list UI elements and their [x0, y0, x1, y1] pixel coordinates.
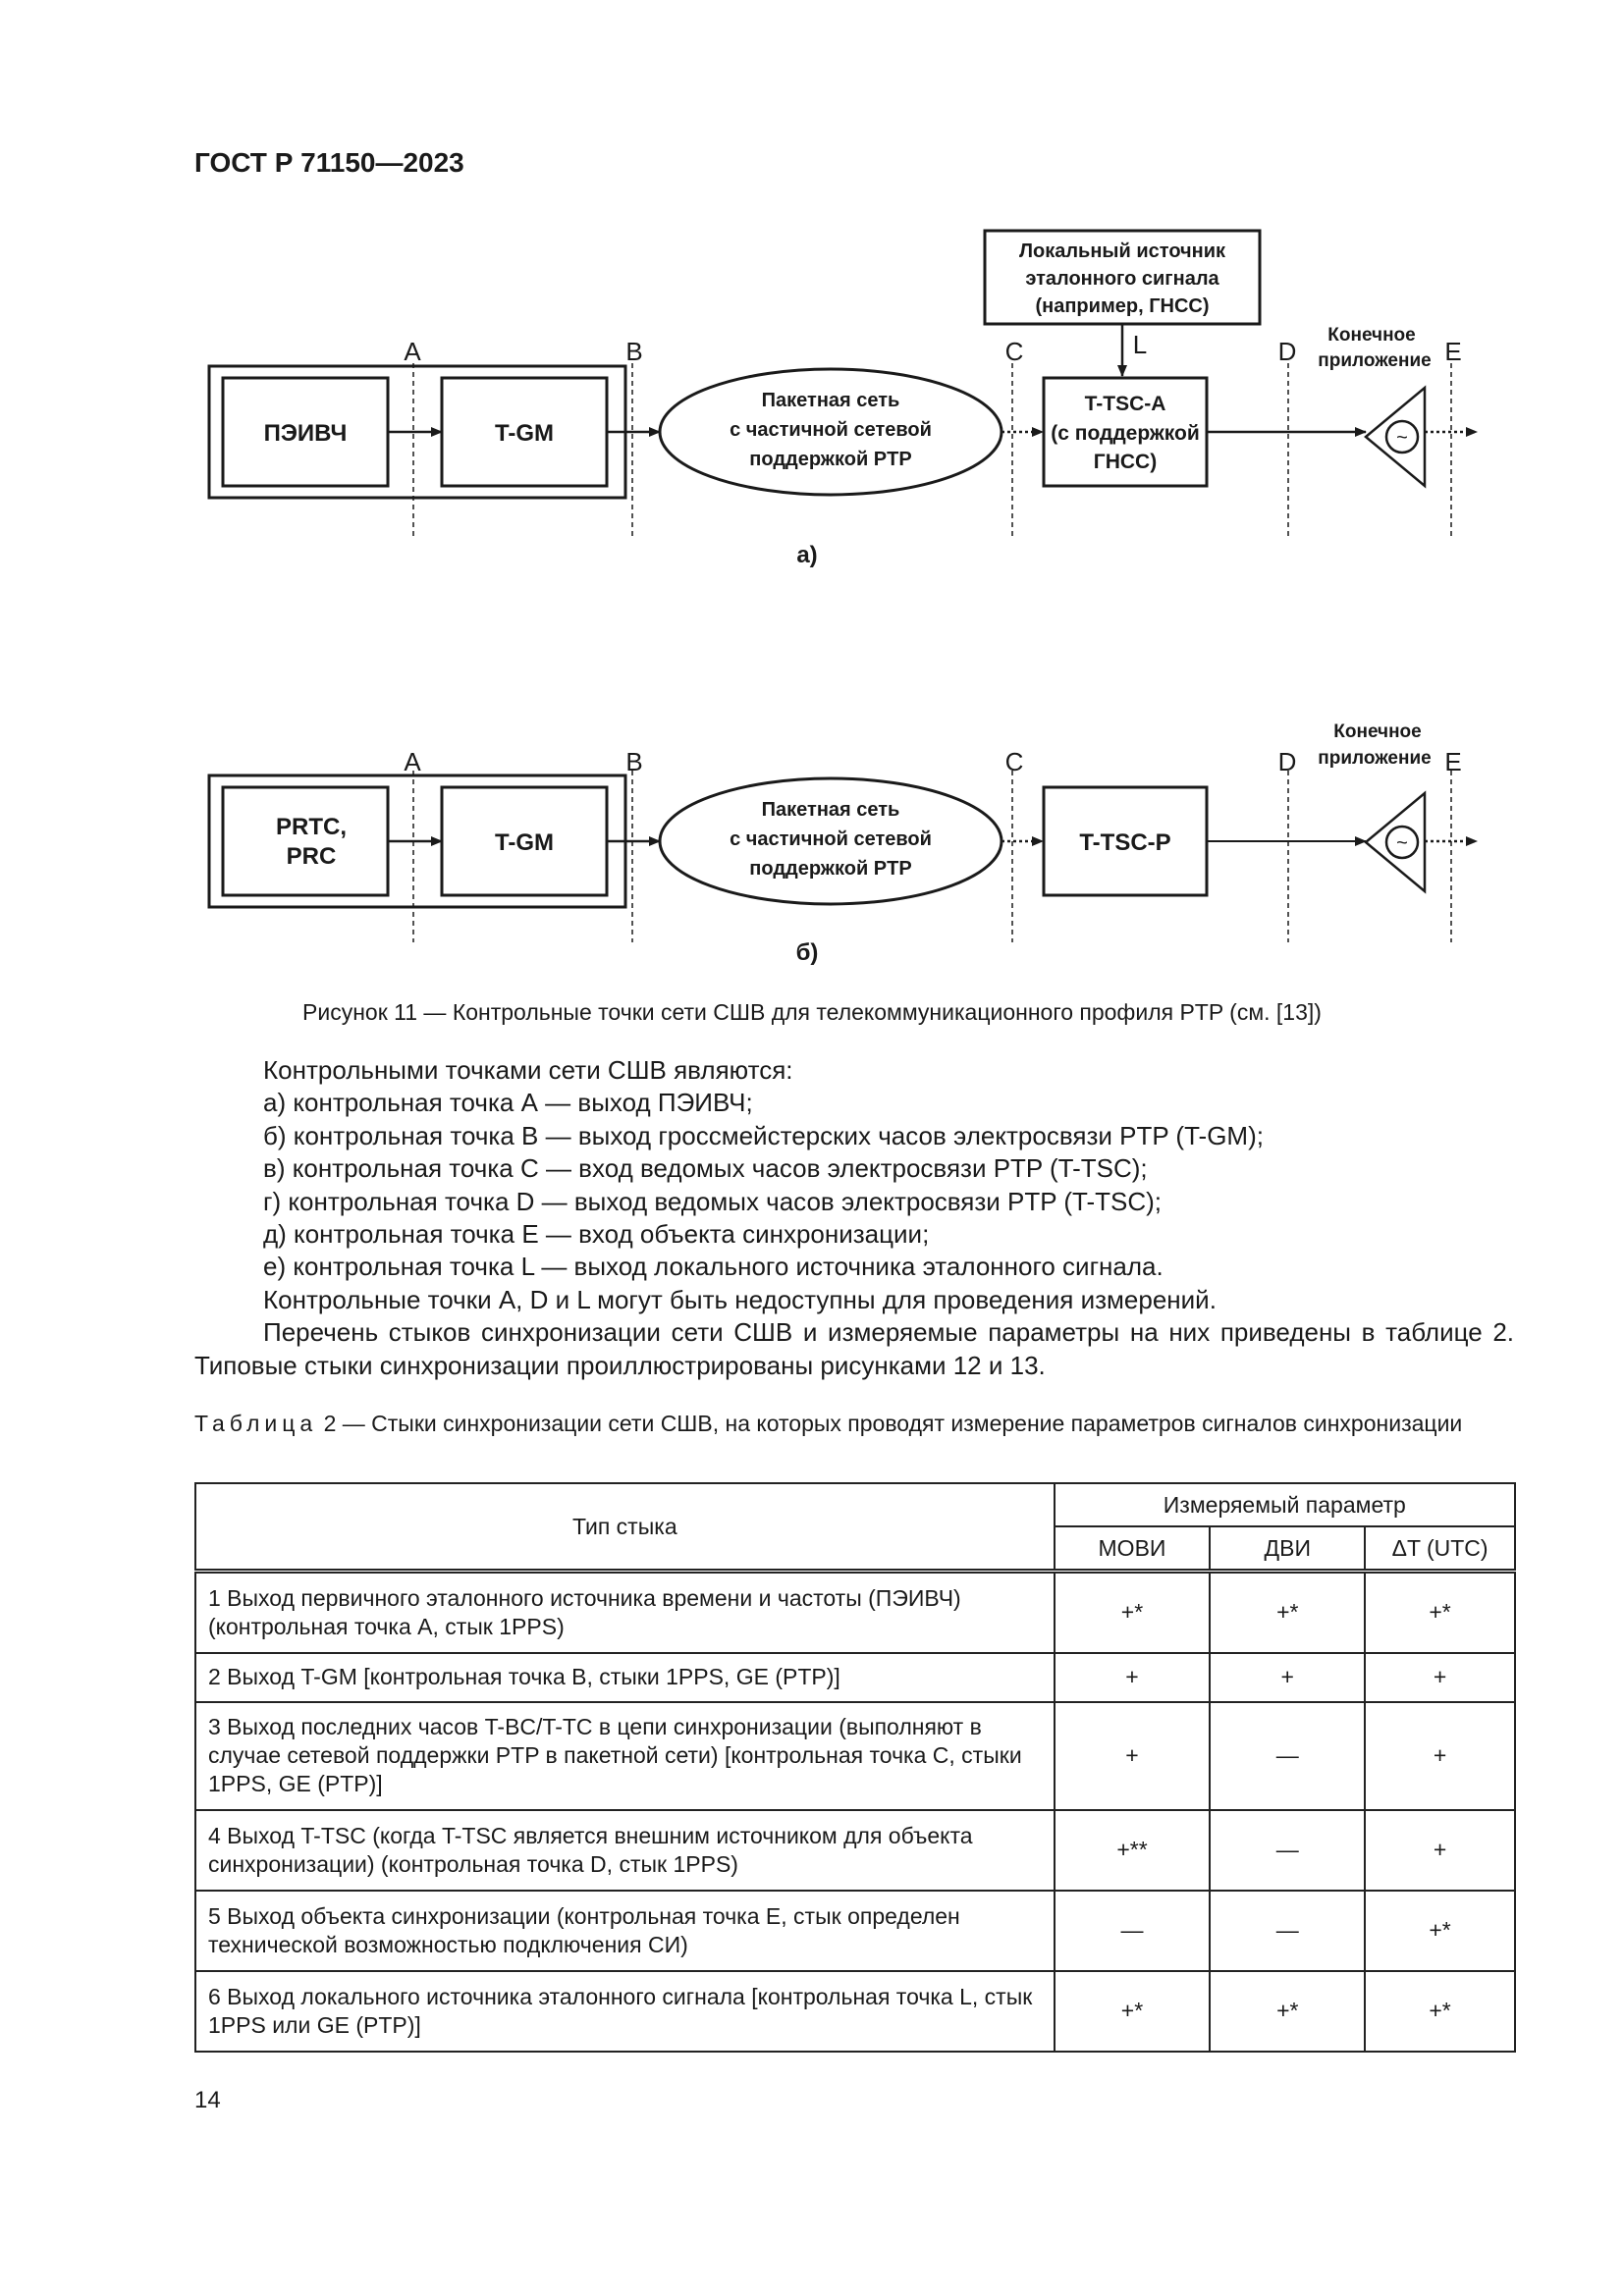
local-source-line-2: эталонного сигнала [1025, 268, 1219, 290]
table-row: 3 Выход последних часов T-BC/T-TC в цепи… [194, 1700, 1516, 1811]
value-cell: +* [1209, 1969, 1367, 2053]
table-header-row: Тип стыка Измеряемый параметр [194, 1482, 1517, 1573]
row-type-cell: 2 Выход T-GM [контрольная точка В, стыки… [194, 1651, 1056, 1703]
table-row: 1 Выход первичного эталонного источника … [194, 1569, 1516, 1654]
prtc-line-2: PRC [287, 843, 337, 870]
col-header-dt-utc: ΔT (UTC) [1364, 1525, 1516, 1573]
point-e-label: E [1444, 747, 1461, 776]
point-d-label: D [1278, 747, 1297, 776]
value-cell: +* [1364, 1969, 1516, 2053]
list-item: г) контрольная точка D — выход ведомых ч… [263, 1186, 1163, 1216]
svg-text:~: ~ [1396, 427, 1408, 449]
end-app-line-1: Конечное [1327, 325, 1415, 346]
point-d-label: D [1278, 337, 1297, 366]
value-cell: +* [1209, 1569, 1367, 1654]
tgm-box-label: T-GM [495, 829, 554, 856]
col-header-measured: Измеряемый параметр [1053, 1482, 1517, 1527]
tsc-p-label: T-TSC-P [1079, 829, 1170, 856]
table-row: 2 Выход T-GM [контрольная точка В, стыки… [194, 1651, 1516, 1703]
body-paragraph-text: Перечень стыков синхронизации сети СШВ и… [194, 1317, 1514, 1380]
figure-a-sublabel: а) [796, 542, 817, 568]
value-cell: + [1053, 1700, 1212, 1811]
local-source-line-1: Локальный источник [1019, 240, 1226, 262]
col-header-movi: МОВИ [1053, 1525, 1212, 1573]
table-row: 5 Выход объекта синхронизации (контрольн… [194, 1889, 1516, 1972]
value-cell: + [1053, 1651, 1212, 1703]
figure-b-sublabel: б) [796, 939, 819, 966]
point-c-label: C [1005, 747, 1024, 776]
point-b-label: B [625, 747, 642, 776]
value-cell: +* [1364, 1889, 1516, 1972]
point-a-label: A [404, 747, 421, 776]
point-b-label: B [625, 337, 642, 366]
value-cell: + [1364, 1700, 1516, 1811]
network-line-3: поддержкой PTP [749, 858, 911, 880]
value-cell: — [1209, 1808, 1367, 1892]
end-app-line-2: приложение [1318, 748, 1431, 769]
svg-text:~: ~ [1396, 832, 1408, 854]
list-item: в) контрольная точка С — вход ведомых ча… [263, 1153, 1148, 1184]
table-title: Таблица 2 — Стыки синхронизации сети СШВ… [194, 1410, 1514, 1437]
row-type-cell: 4 Выход T-TSC (когда T-TSC является внеш… [194, 1808, 1056, 1892]
figure-a-diagram: Локальный источник эталонного сигнала (н… [207, 229, 1478, 568]
tsc-a-line-1: T-TSC-A [1085, 393, 1166, 415]
table-subheader-row: МОВИ ДВИ ΔT (UTC) [195, 1525, 1516, 1573]
list-item: а) контрольная точка А — выход ПЭИВЧ; [263, 1088, 753, 1118]
local-source-line-3: (например, ГНСС) [1035, 295, 1209, 317]
value-cell: +* [1053, 1969, 1212, 2053]
point-a-label: A [404, 337, 421, 366]
table-title-prefix: Таблица [194, 1411, 318, 1436]
source-box-label: ПЭИВЧ [264, 420, 348, 447]
value-cell: +** [1053, 1808, 1212, 1892]
value-cell: +* [1364, 1569, 1516, 1654]
end-application-icon: ~ [1364, 790, 1427, 894]
tsc-a-line-2: (с поддержкой [1051, 422, 1200, 445]
point-e-label: E [1444, 337, 1461, 366]
row-type-cell: 1 Выход первичного эталонного источника … [194, 1569, 1056, 1654]
figure-caption: Рисунок 11 — Контрольные точки сети СШВ … [302, 999, 1322, 1025]
table-row: 4 Выход T-TSC (когда T-TSC является внеш… [194, 1808, 1516, 1892]
network-line-3: поддержкой PTP [749, 449, 911, 470]
list-item: е) контрольная точка L — выход локальног… [263, 1252, 1164, 1282]
document-header: ГОСТ Р 71150—2023 [194, 147, 464, 178]
value-cell: — [1209, 1700, 1367, 1811]
prtc-line-1: PRTC, [276, 814, 347, 840]
value-cell: — [1209, 1889, 1367, 1972]
row-type-cell: 5 Выход объекта синхронизации (контрольн… [194, 1889, 1056, 1972]
figure-b-diagram: PRTC, PRC T-GM A B C D E Конечное прилож… [207, 721, 1478, 966]
tsc-a-line-3: ГНСС) [1094, 451, 1157, 473]
body-paragraph: Перечень стыков синхронизации сети СШВ и… [194, 1316, 1514, 1382]
body-note: Контрольные точки А, D и L могут быть не… [263, 1284, 1217, 1314]
value-cell: + [1364, 1808, 1516, 1892]
end-app-line-2: приложение [1318, 350, 1431, 371]
body-text: Контрольными точками сети СШВ являются: … [194, 1054, 1514, 1382]
sync-interfaces-table: Тип стыка Измеряемый параметр МОВИ ДВИ Δ… [194, 1482, 1517, 2053]
point-l-label: L [1133, 330, 1147, 359]
col-header-type: Тип стыка [194, 1482, 1056, 1573]
network-line-2: с частичной сетевой [730, 828, 932, 850]
table-row: 6 Выход локального источника эталонного … [194, 1969, 1516, 2053]
list-item: д) контрольная точка Е — вход объекта си… [263, 1219, 930, 1250]
body-intro: Контрольными точками сети СШВ являются: [263, 1055, 793, 1085]
value-cell: — [1053, 1889, 1212, 1972]
value-cell: + [1364, 1651, 1516, 1703]
table-title-text: 2 — Стыки синхронизации сети СШВ, на кот… [317, 1411, 1463, 1436]
local-source-box [983, 229, 1262, 326]
page-number: 14 [194, 2087, 221, 2113]
prtc-box [221, 785, 390, 897]
row-type-cell: 3 Выход последних часов T-BC/T-TC в цепи… [194, 1700, 1056, 1811]
col-header-dvi: ДВИ [1209, 1525, 1367, 1573]
network-line-1: Пакетная сеть [762, 390, 900, 411]
list-item: б) контрольная точка В — выход гроссмейс… [263, 1120, 1264, 1150]
network-line-1: Пакетная сеть [762, 799, 900, 821]
end-app-line-1: Конечное [1333, 721, 1421, 742]
point-c-label: C [1005, 337, 1024, 366]
tgm-box-label: T-GM [495, 420, 554, 447]
end-application-icon: ~ [1364, 385, 1427, 489]
value-cell: + [1209, 1651, 1367, 1703]
network-line-2: с частичной сетевой [730, 419, 932, 441]
row-type-cell: 6 Выход локального источника эталонного … [194, 1969, 1056, 2053]
value-cell: +* [1053, 1569, 1212, 1654]
